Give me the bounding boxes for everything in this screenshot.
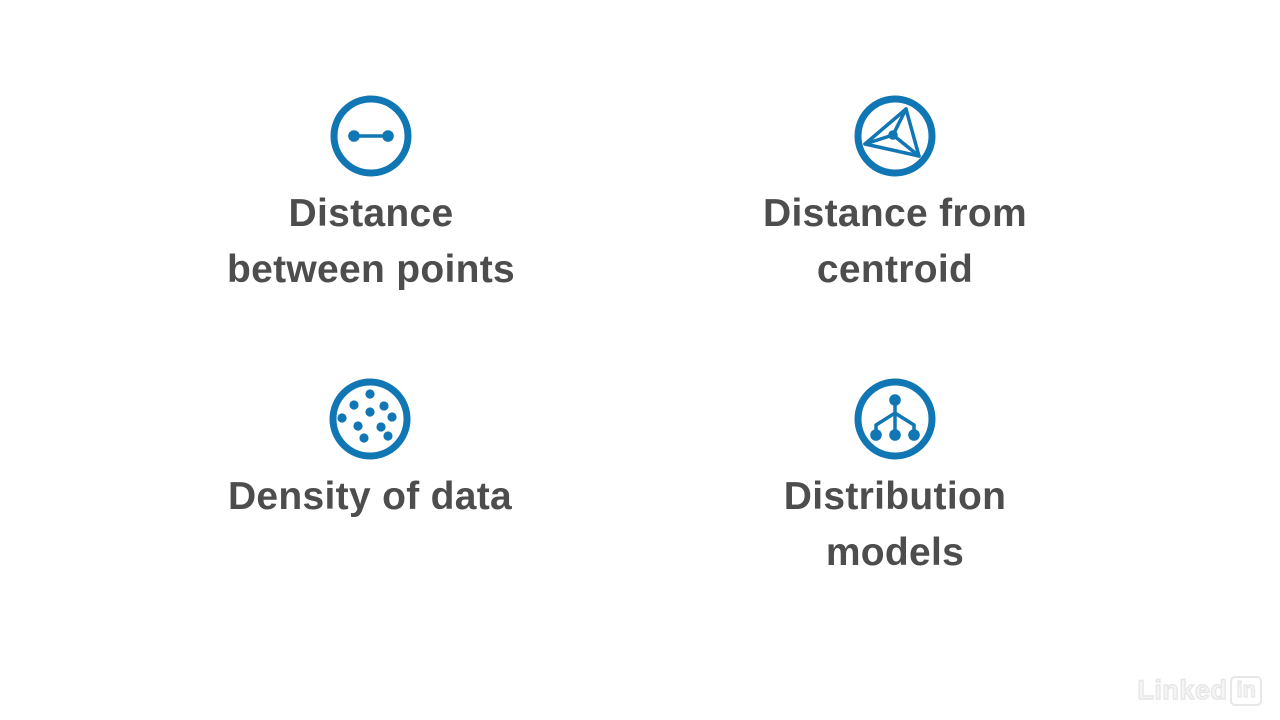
label-line: models — [825, 531, 965, 574]
card-distance-from-centroid: Distance from centroid — [655, 92, 1135, 298]
linkedin-logo-text: Linked — [1137, 674, 1228, 705]
tree-distribution-icon — [854, 378, 936, 460]
label-line: Distribution — [783, 475, 1007, 518]
label-line: between points — [226, 248, 516, 291]
label-line: centroid — [816, 248, 974, 291]
linkedin-in-badge: in — [1230, 675, 1262, 706]
label-line: Distance from — [763, 192, 1027, 235]
card-label: Density of data — [228, 469, 512, 525]
card-density-of-data: Density of data — [130, 375, 610, 525]
card-distribution-models: Distribution models — [655, 375, 1135, 581]
card-label: Distribution models — [784, 469, 1006, 581]
card-label: Distance from centroid — [763, 186, 1027, 298]
segment-between-two-points-icon — [330, 95, 412, 177]
label-line: Density of data — [227, 475, 513, 518]
card-label: Distance between points — [227, 186, 515, 298]
label-line: Distance — [288, 192, 454, 235]
triangle-centroid-icon — [854, 95, 936, 177]
dot-cluster-icon — [329, 378, 411, 460]
card-distance-between-points: Distance between points — [131, 92, 611, 298]
linkedin-watermark: Linked in — [1137, 674, 1262, 706]
